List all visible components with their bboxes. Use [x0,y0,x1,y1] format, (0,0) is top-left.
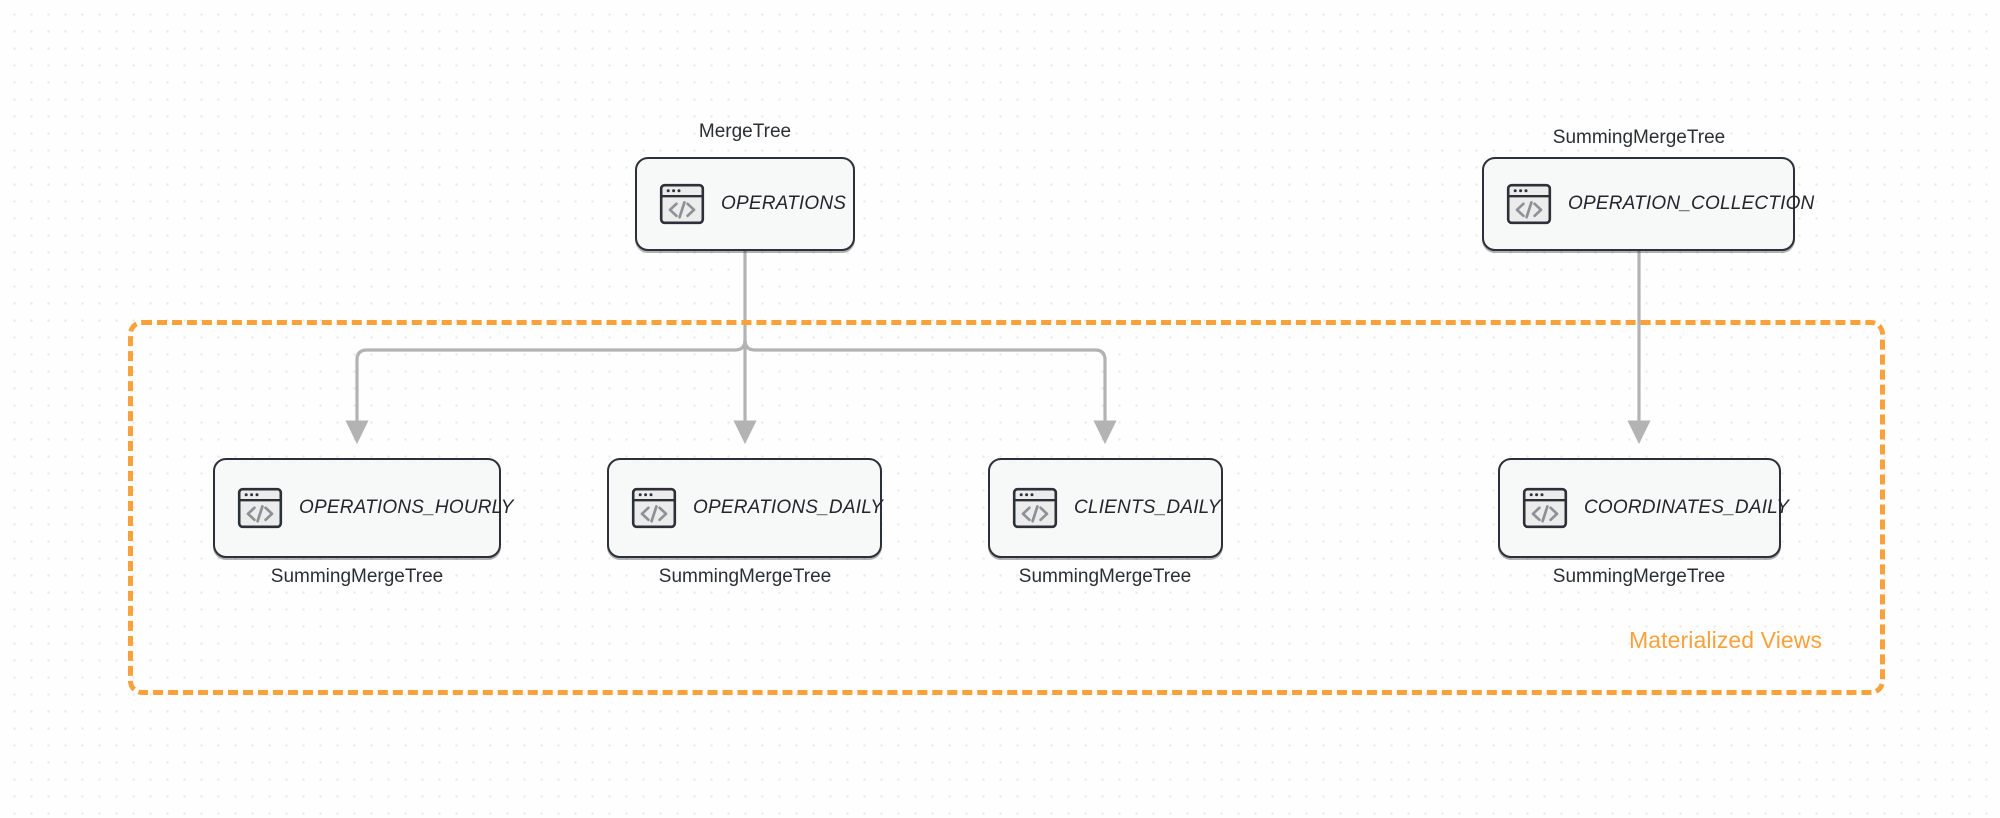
engine-caption-operations-hourly: SummingMergeTree [270,566,444,587]
engine-caption-coordinates-daily: SummingMergeTree [1552,566,1726,587]
engine-caption-clients-daily: SummingMergeTree [1018,566,1192,587]
engine-caption-operation-collection: SummingMergeTree [1552,127,1726,148]
node-label-operations-hourly: OPERATIONS_HOURLY [299,497,514,518]
node-label-coordinates-daily: COORDINATES_DAILY [1584,497,1790,518]
node-operations[interactable]: OPERATIONS [635,157,855,251]
node-label-operations-daily: OPERATIONS_DAILY [693,497,884,518]
node-operations-hourly[interactable]: OPERATIONS_HOURLY [213,458,513,558]
node-clients-daily[interactable]: CLIENTS_DAILY [988,458,1223,558]
code-window-icon [1522,487,1568,529]
engine-caption-operations-daily: SummingMergeTree [658,566,832,587]
code-window-icon [631,487,677,529]
code-window-icon [1012,487,1058,529]
code-window-icon [1506,183,1552,225]
materialized-views-group-frame [128,320,1885,695]
node-operation-collection[interactable]: OPERATION_COLLECTION [1482,157,1814,251]
code-window-icon [659,183,705,225]
code-window-icon [237,487,283,529]
node-label-clients-daily: CLIENTS_DAILY [1074,497,1221,518]
node-coordinates-daily[interactable]: COORDINATES_DAILY [1498,458,1789,558]
node-operations-daily[interactable]: OPERATIONS_DAILY [607,458,884,558]
node-label-operation-collection: OPERATION_COLLECTION [1568,193,1815,214]
engine-caption-operations: MergeTree [698,121,792,142]
node-label-operations: OPERATIONS [721,193,847,214]
materialized-views-group-label: Materialized Views [1629,627,1823,653]
